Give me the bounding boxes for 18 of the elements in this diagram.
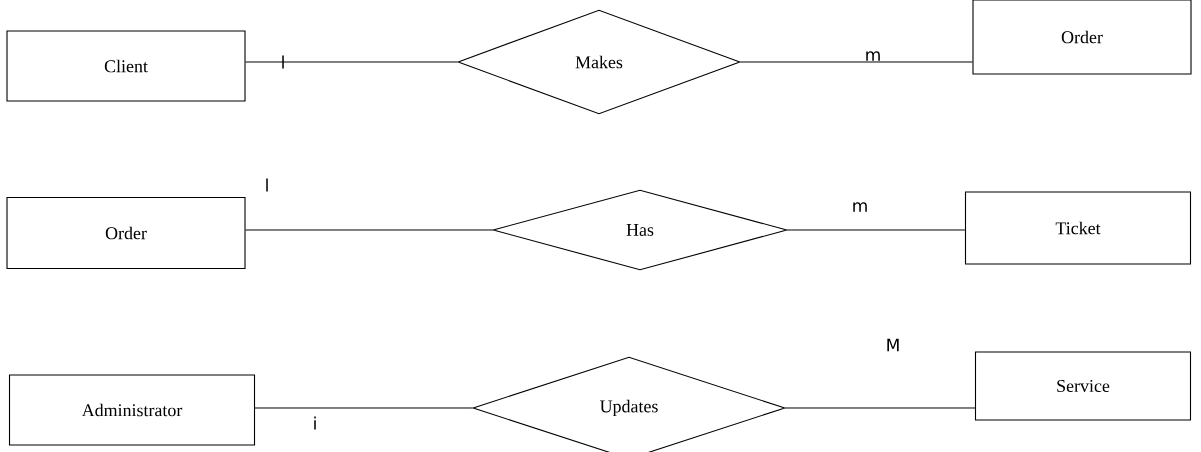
cardinality-label: l	[266, 178, 268, 192]
connector-line	[785, 407, 976, 409]
entity-box: Order	[972, 0, 1192, 75]
entity-box: Order	[6, 196, 246, 270]
cardinality-label: M	[887, 338, 899, 352]
entity-box: Administrator	[8, 374, 256, 446]
cardinality-label: i	[314, 416, 316, 430]
connector-line	[787, 229, 966, 231]
cardinality-label: m	[853, 202, 867, 212]
connector-line	[254, 407, 473, 409]
connector-line	[245, 61, 458, 63]
entity-box: Client	[6, 30, 246, 102]
cardinality-label: l	[282, 55, 284, 69]
entity-box: Ticket	[964, 191, 1192, 265]
connector-line	[245, 229, 493, 231]
cardinality-label: m	[866, 51, 880, 61]
connector-line	[740, 61, 973, 63]
entity-box: Service	[974, 351, 1192, 421]
